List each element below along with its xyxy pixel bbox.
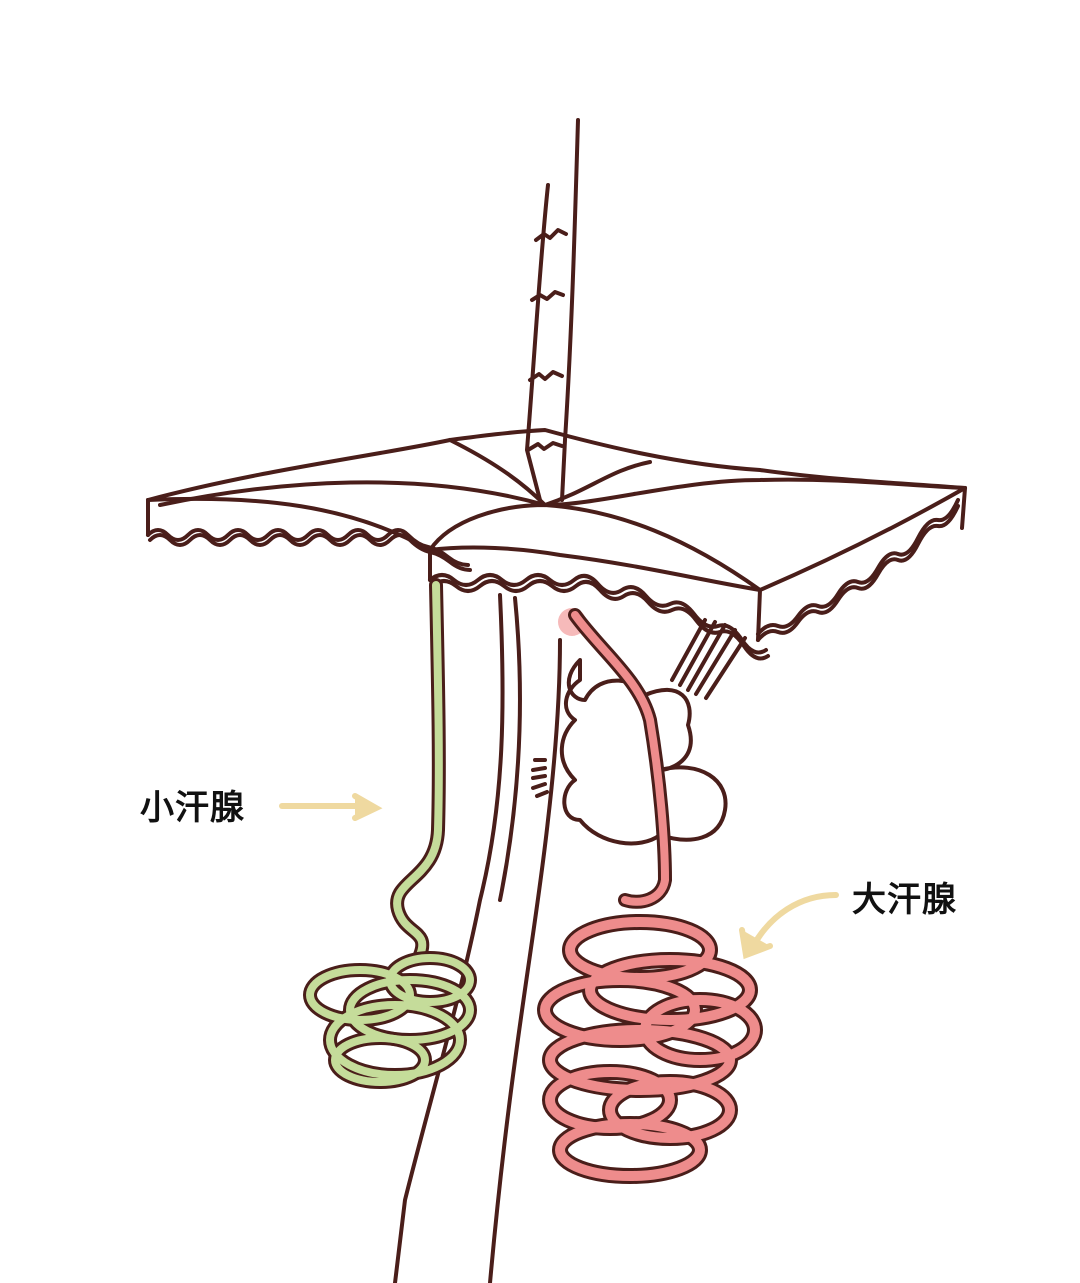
hair-follicle <box>393 593 562 1283</box>
apocrine-gland-label: 大汗腺 <box>852 880 957 920</box>
arrow-to-apocrine <box>739 892 839 960</box>
arrow-to-eccrine <box>279 793 383 821</box>
arrector-pili-muscle <box>670 618 747 700</box>
apocrine-sweat-gland <box>537 608 763 1184</box>
hair-shaft <box>525 118 580 502</box>
eccrine-gland-label: 小汗腺 <box>140 788 245 828</box>
skin-surface-block <box>146 428 967 661</box>
eccrine-sweat-gland <box>303 578 477 1089</box>
